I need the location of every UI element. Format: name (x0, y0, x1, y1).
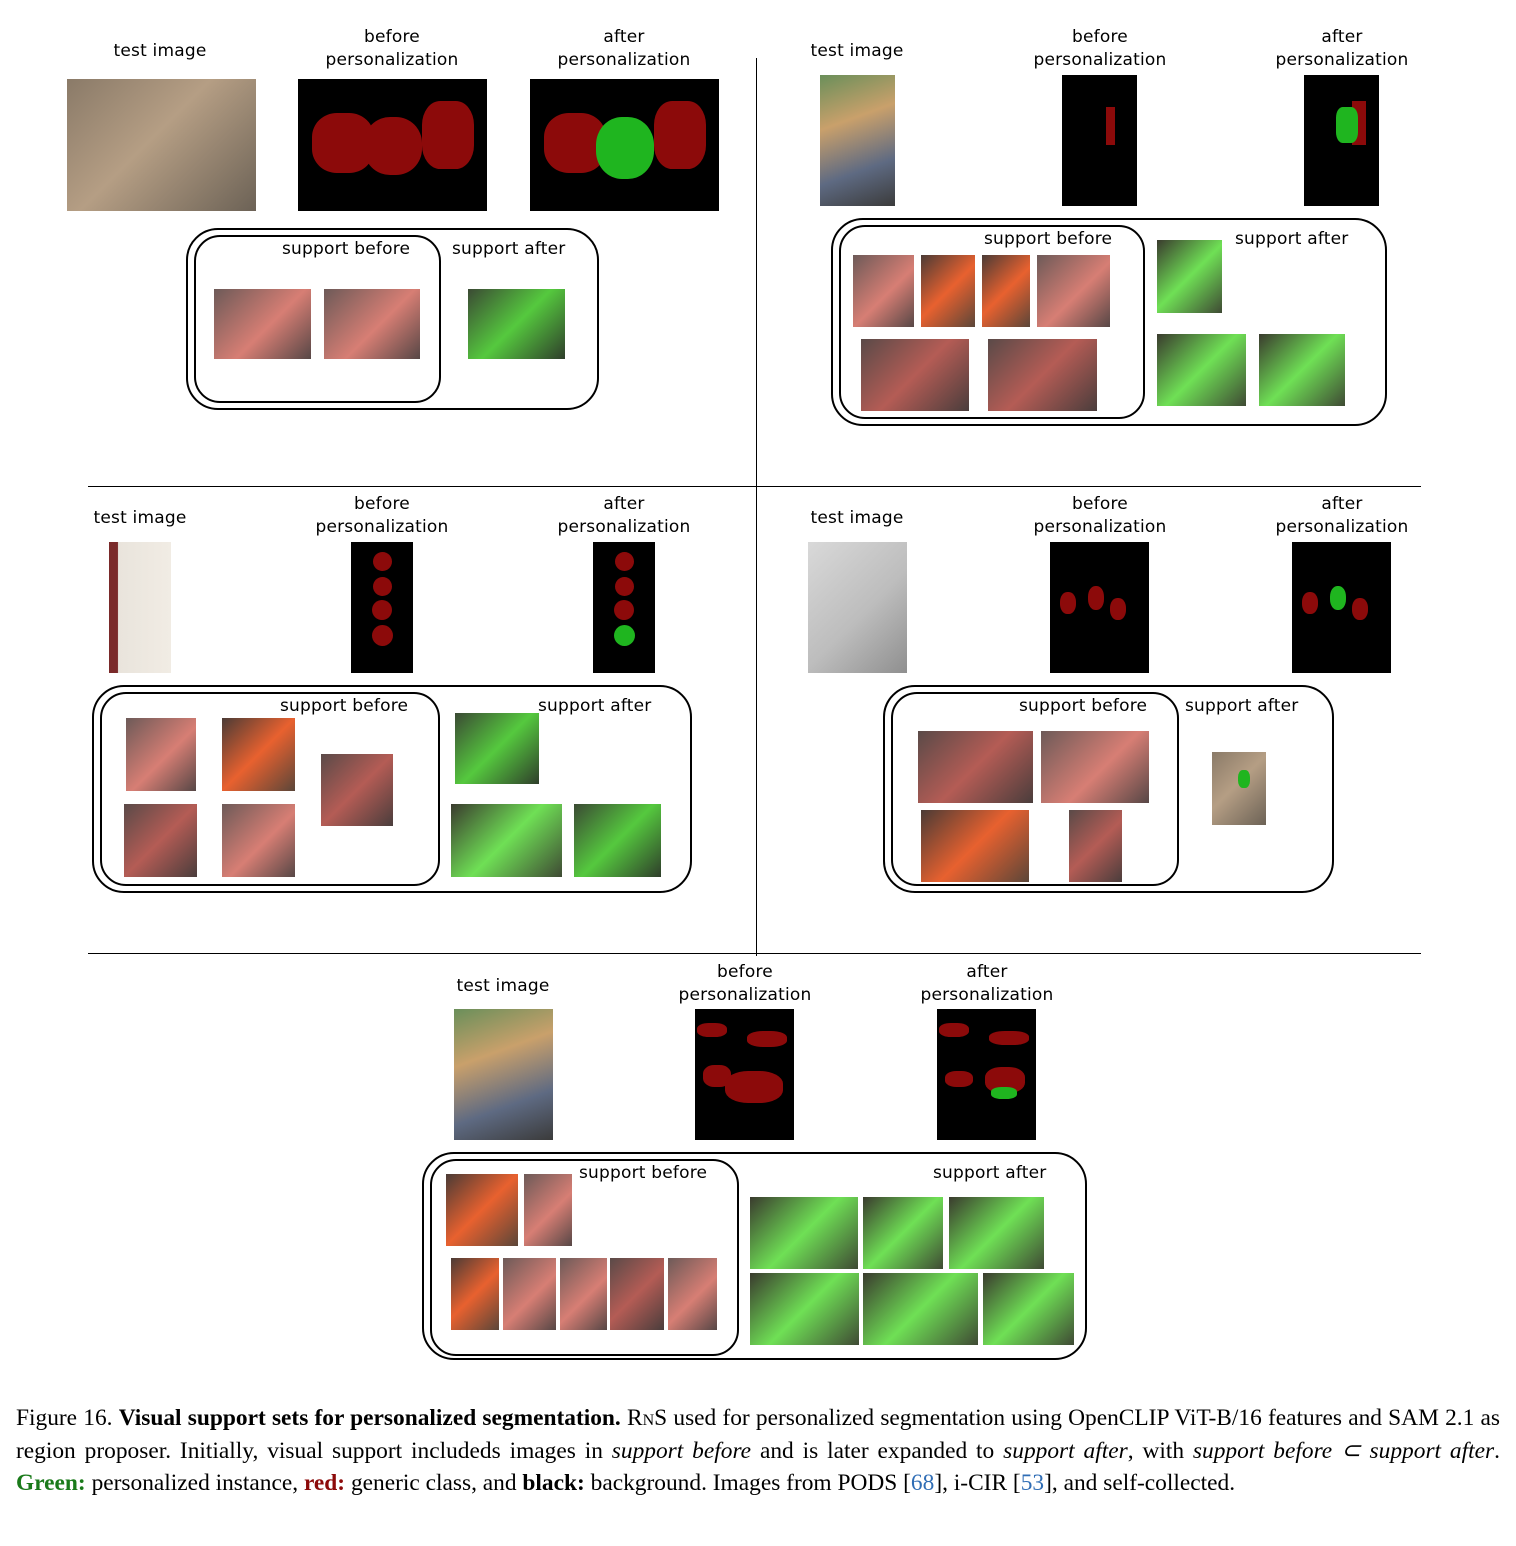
panel4-support-before-image (921, 810, 1029, 882)
panel3-support-before-image (321, 754, 393, 826)
panel3-before-mask (351, 542, 413, 673)
panel1-test-label: test image (70, 40, 250, 63)
panel1-before-mask (298, 79, 487, 211)
panel1-after-mask (530, 79, 719, 211)
citation-link[interactable]: 68 (911, 1470, 934, 1496)
panel5-support-before-image (560, 1258, 607, 1330)
panel5-support-before-image (524, 1174, 572, 1246)
panel4-before-mask (1050, 542, 1149, 673)
panel4-support-after-label: support after (1185, 695, 1299, 718)
panel5-support-before-label: support before (579, 1162, 707, 1185)
panel1-test-image (67, 79, 256, 211)
panel4-support-before-label: support before (1019, 695, 1147, 718)
panel2-after-mask (1304, 75, 1379, 206)
panel5-support-before-image (446, 1174, 518, 1246)
panel2-test-image (820, 75, 895, 206)
citation-link[interactable]: 53 (1021, 1470, 1044, 1496)
panel3-support-after-image (451, 804, 562, 877)
panel5-support-after-image (750, 1197, 858, 1269)
figure-caption: Figure 16. Visual support sets for perso… (16, 1402, 1500, 1500)
panel4-after-mask (1292, 542, 1391, 673)
panel5-support-before-image (668, 1258, 717, 1330)
panel5-test-label: test image (413, 975, 593, 998)
panel3-test-image (109, 542, 171, 673)
legend-red: red: (304, 1470, 345, 1496)
figure-title: Visual support sets for personalized seg… (119, 1405, 621, 1431)
panel3-test-label: test image (50, 507, 230, 530)
panel5-support-after-image (750, 1273, 859, 1345)
panel1-support-before-image (324, 289, 420, 359)
legend-green: Green: (16, 1470, 86, 1496)
panel4-test-label: test image (767, 507, 947, 530)
row-divider-2 (88, 953, 1421, 954)
panel3-support-after-image (574, 804, 661, 877)
panel2-support-after-label: support after (1235, 228, 1349, 251)
panel2-support-before-image (982, 255, 1030, 327)
panel4-support-after-image (1212, 752, 1266, 825)
panel5-support-before-image (610, 1258, 664, 1330)
panel2-test-label: test image (767, 40, 947, 63)
panel4-support-before-image (1069, 810, 1122, 882)
panel1-support-after-image (468, 289, 565, 359)
panel5-test-image (454, 1009, 553, 1140)
panel3-support-before-image (222, 718, 295, 791)
panel4-test-image (808, 542, 907, 673)
panel3-support-after-label: support after (538, 695, 652, 718)
panel5-support-after-image (863, 1197, 943, 1269)
row-divider-1 (88, 486, 1421, 487)
panel5-before-mask (695, 1009, 794, 1140)
panel3-support-before-label: support before (280, 695, 408, 718)
panel3-support-before-image (222, 804, 295, 877)
panel5-support-before-image (503, 1258, 556, 1330)
panel2-support-after-image (1157, 240, 1222, 313)
panel3-support-after-image (455, 713, 539, 784)
panel1-support-before-image (214, 289, 311, 359)
panel2-support-after-image (1259, 334, 1345, 406)
method-name: RnS (627, 1405, 667, 1431)
center-divider-vertical (756, 58, 757, 956)
panel2-before-mask (1062, 75, 1137, 206)
panel2-support-before-image (921, 255, 975, 327)
panel2-support-after-image (1157, 334, 1246, 406)
panel5-support-after-image (983, 1273, 1074, 1345)
panel2-support-before-image (1037, 255, 1110, 327)
panel5-after-mask (937, 1009, 1036, 1140)
panel5-support-after-label: support after (933, 1162, 1047, 1185)
panel3-after-mask (593, 542, 655, 673)
panel1-support-after-label: support after (452, 238, 566, 261)
figure-number: Figure 16. (16, 1405, 113, 1431)
panel5-support-before-image (451, 1258, 499, 1330)
panel3-support-before-image (126, 718, 196, 791)
panel2-support-before-label: support before (984, 228, 1112, 251)
legend-black: black: (522, 1470, 584, 1496)
panel2-support-before-image (861, 339, 969, 411)
panel4-support-before-image (1041, 731, 1149, 803)
panel5-support-after-image (863, 1273, 978, 1345)
panel3-support-before-image (124, 804, 197, 877)
panel2-support-before-image (853, 255, 914, 327)
panel1-support-before-label: support before (282, 238, 410, 261)
panel2-support-before-image (988, 339, 1097, 411)
panel5-support-after-image (949, 1197, 1044, 1269)
panel4-support-before-image (918, 731, 1033, 803)
